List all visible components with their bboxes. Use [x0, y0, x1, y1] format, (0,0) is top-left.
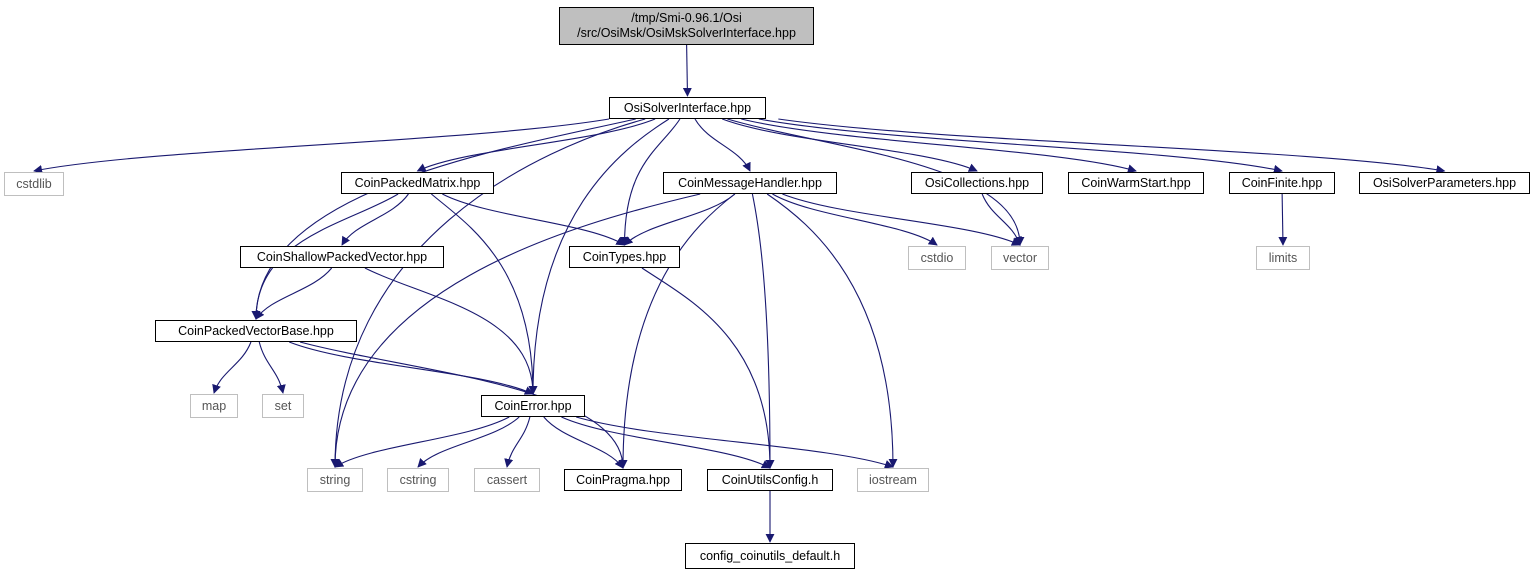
node-coin-packed-vector-base[interactable]: CoinPackedVectorBase.hpp: [155, 320, 357, 342]
node-string: string: [307, 468, 363, 492]
node-root-line-2: /src/OsiMsk/OsiMskSolverInterface.hpp: [577, 26, 796, 40]
node-config-coinutils-default[interactable]: config_coinutils_default.h: [685, 543, 855, 569]
edge-cmh-to-cstdio: [772, 193, 938, 246]
node-coin-packed-matrix[interactable]: CoinPackedMatrix.hpp: [341, 172, 494, 194]
node-cstdlib: cstdlib: [4, 172, 64, 196]
edge-cpvb-to-set: [258, 341, 286, 394]
edge-cpvb-to-cprag: [299, 341, 628, 469]
node-coin-finite[interactable]: CoinFinite.hpp: [1229, 172, 1335, 194]
edge-cspv-to-cpvb: [255, 267, 333, 320]
edge-osisi-to-osp: [778, 118, 1446, 175]
edge-osisi-to-cstdlib: [33, 118, 610, 174]
node-cstring: cstring: [387, 468, 449, 492]
edge-osisi-to-cws: [741, 118, 1137, 174]
edge-cpm-to-cerr: [431, 193, 538, 395]
node-coin-types[interactable]: CoinTypes.hpp: [569, 246, 680, 268]
node-coin-utils-config[interactable]: CoinUtilsConfig.h: [707, 469, 833, 491]
edge-cerr-to-iostream: [576, 416, 894, 469]
edge-cspv-to-cerr: [364, 267, 538, 395]
edge-cpm-to-cspv: [341, 193, 409, 246]
node-vector: vector: [991, 246, 1049, 270]
edge-cerr-to-cuc: [561, 416, 771, 469]
node-osi-collections[interactable]: OsiCollections.hpp: [911, 172, 1043, 194]
edge-cerr-to-string: [334, 416, 510, 468]
edge-cerr-to-cprag: [543, 416, 624, 469]
edge-cpm-to-ctypes: [442, 193, 626, 246]
edge-cerr-to-cassert: [504, 416, 531, 468]
edge-ctypes-to-cuc: [641, 267, 775, 469]
node-coin-shallow-packed-vector[interactable]: CoinShallowPackedVector.hpp: [240, 246, 444, 268]
edge-osisi-to-cerr: [528, 118, 670, 395]
edge-osisi-to-osicol: [722, 118, 978, 172]
edge-cmh-to-vector: [782, 193, 1021, 246]
edge-cmh-to-cprag: [618, 193, 736, 469]
node-map: map: [190, 394, 238, 418]
edge-cfin-to-limits: [1278, 193, 1288, 246]
edge-osisi-to-string: [330, 118, 646, 468]
edge-cpvb-to-cerr: [289, 341, 534, 395]
edge-cmh-to-ctypes: [623, 193, 736, 246]
edge-cerr-to-cstring: [417, 416, 520, 468]
edge-cpm-to-cpvb: [251, 193, 399, 320]
edge-osisi-to-vector: [727, 118, 1025, 246]
edge-cmh-to-cuc: [751, 193, 775, 469]
dependency-edges: [33, 44, 1446, 543]
edge-root-to-osisi: [682, 44, 692, 97]
node-coin-error[interactable]: CoinError.hpp: [481, 395, 585, 417]
node-set: set: [262, 394, 304, 418]
node-coin-pragma[interactable]: CoinPragma.hpp: [564, 469, 682, 491]
node-limits: limits: [1256, 246, 1310, 270]
edge-osisi-to-cfin: [758, 118, 1283, 174]
edge-osisi-to-cpm: [416, 118, 656, 172]
node-root-line-1: /tmp/Smi-0.96.1/Osi: [631, 11, 742, 25]
edge-cmh-to-iostream: [766, 193, 898, 468]
node-iostream: iostream: [857, 468, 929, 492]
edge-cpvb-to-map: [212, 341, 252, 394]
edge-osisi-to-cpvb: [251, 118, 636, 320]
node-root-file: /tmp/Smi-0.96.1/Osi /src/OsiMsk/OsiMskSo…: [559, 7, 814, 45]
node-osi-solver-parameters[interactable]: OsiSolverParameters.hpp: [1359, 172, 1530, 194]
node-cstdio: cstdio: [908, 246, 966, 270]
edge-osicol-to-vector: [981, 193, 1022, 246]
node-coin-warm-start[interactable]: CoinWarmStart.hpp: [1068, 172, 1204, 194]
edge-osisi-to-ctypes: [620, 118, 681, 246]
node-cassert: cassert: [474, 468, 540, 492]
node-osi-solver-interface[interactable]: OsiSolverInterface.hpp: [609, 97, 766, 119]
edge-osisi-to-cmh: [694, 118, 751, 172]
edge-cmh-to-string: [330, 193, 701, 468]
node-coin-message-handler[interactable]: CoinMessageHandler.hpp: [663, 172, 837, 194]
